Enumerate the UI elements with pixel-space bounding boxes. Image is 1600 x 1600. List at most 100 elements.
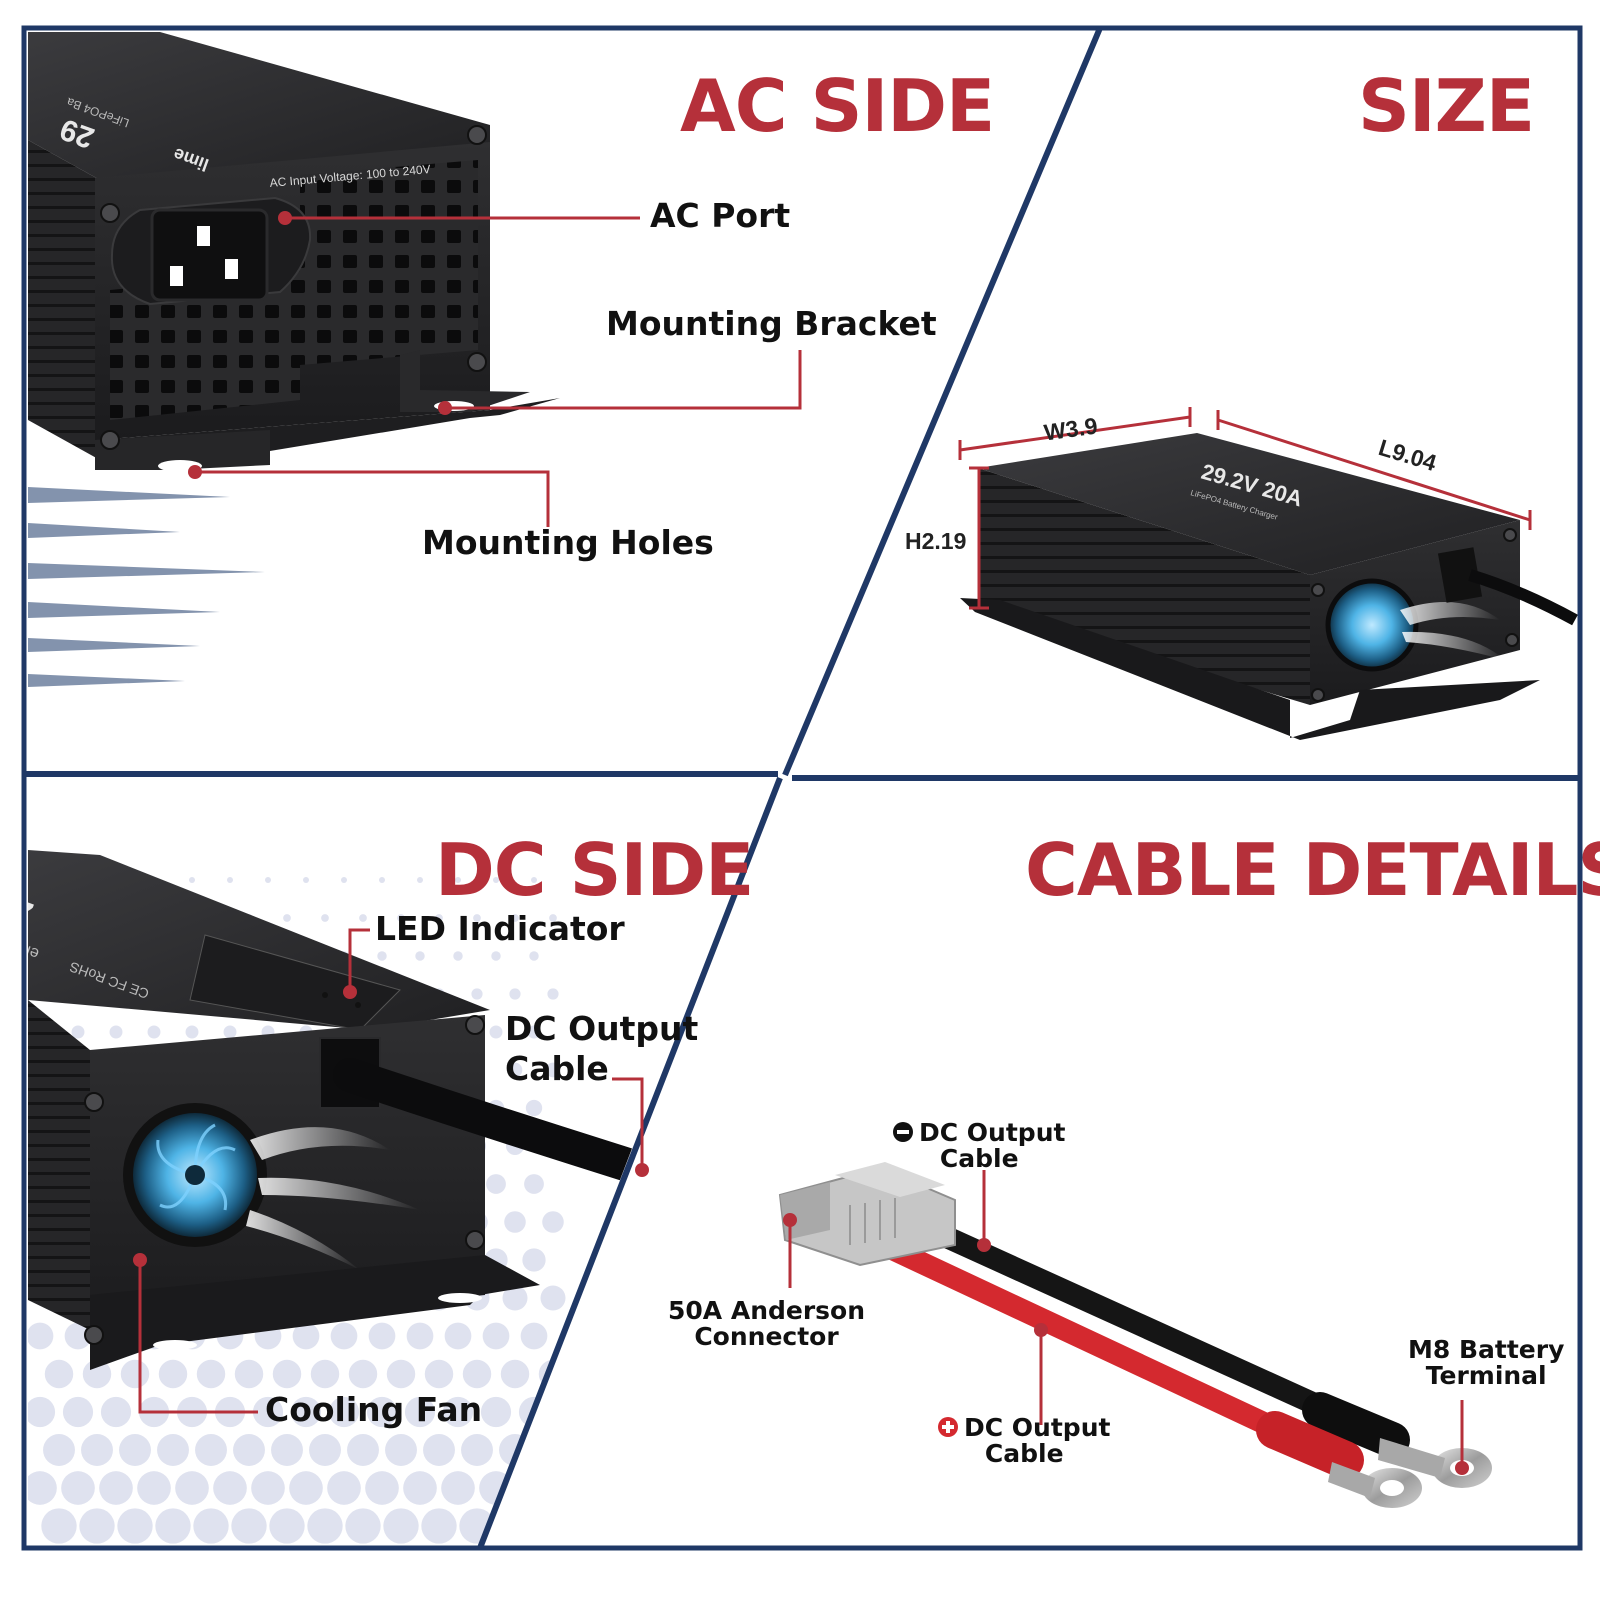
halftone-dot (265, 877, 271, 883)
dc-output-cable-label: DC Output Cable (505, 1009, 698, 1088)
halftone-dot (509, 988, 521, 1000)
halftone-dot (347, 1434, 379, 1466)
battery-terminal-label-line2: Terminal (1425, 1361, 1547, 1391)
size-title: SIZE (1358, 64, 1535, 148)
halftone-dot (109, 1025, 123, 1039)
halftone-dot (461, 1434, 493, 1466)
halftone-dot (307, 1508, 343, 1544)
halftone-dot (155, 1508, 191, 1544)
positive-cable-label-line1: DC Output (964, 1413, 1111, 1442)
halftone-dot (542, 1211, 564, 1233)
halftone-dot (527, 1025, 541, 1039)
halftone-dot (415, 951, 425, 961)
halftone-dot (289, 1471, 323, 1505)
halftone-dot (529, 951, 539, 961)
negative-cable-label: DC Output Cable (893, 1119, 1065, 1174)
halftone-dot (28, 1471, 57, 1505)
speed-streaks (28, 487, 265, 687)
halftone-dot (417, 877, 423, 883)
plus-sign-icon (938, 1417, 958, 1437)
halftone-dot (489, 1025, 503, 1039)
anderson-connector-label-line2: Connector (694, 1322, 839, 1352)
ac-port-label: AC Port (650, 196, 791, 235)
halftone-dot (321, 914, 329, 922)
dc-side-title: DC SIDE (435, 828, 754, 912)
halftone-dot (28, 1396, 56, 1428)
halftone-dot (252, 1396, 284, 1428)
halftone-dot (502, 1285, 528, 1311)
halftone-dot (119, 1434, 151, 1466)
halftone-dot (117, 1508, 153, 1544)
halftone-dot (71, 1025, 85, 1039)
halftone-dot (368, 1322, 396, 1350)
halftone-dot (486, 1174, 506, 1194)
halftone-dot (234, 1359, 264, 1389)
halftone-dot (309, 1434, 341, 1466)
halftone-dot (213, 1471, 247, 1505)
halftone-dot (99, 1471, 133, 1505)
halftone-dot (435, 914, 443, 922)
halftone-dot (79, 1508, 115, 1544)
panel-frame (21, 25, 1583, 1551)
halftone-dot (82, 1359, 112, 1389)
anderson-connector-label-line1: 50A Anderson (668, 1296, 866, 1325)
halftone-dot (43, 1434, 75, 1466)
positive-cable-label: DC Output Cable (938, 1413, 1111, 1468)
halftone-dot (545, 1062, 561, 1078)
halftone-dot (547, 988, 559, 1000)
halftone-dot (303, 877, 309, 883)
halftone-dot (504, 1211, 526, 1233)
halftone-dot (520, 1322, 548, 1350)
halftone-dot (61, 1471, 95, 1505)
halftone-dot (196, 1359, 226, 1389)
halftone-dot (272, 1359, 302, 1389)
cable-details-title: CABLE DETAILS (1025, 828, 1600, 912)
halftone-dot (310, 1359, 340, 1389)
halftone-dot (525, 1099, 543, 1117)
halftone-dot (327, 1471, 361, 1505)
halftone-dot (328, 1396, 360, 1428)
halftone-dot (493, 877, 499, 883)
battery-terminal-label: M8 Battery Terminal (1408, 1336, 1564, 1391)
halftone-dot (251, 1471, 285, 1505)
dc-output-cable-label-line1: DC Output (505, 1009, 699, 1048)
halftone-dot (290, 1396, 322, 1428)
halftone-dot (157, 1434, 189, 1466)
halftone-dot (473, 914, 481, 922)
halftone-dot (377, 951, 387, 961)
halftone-dot (359, 914, 367, 922)
halftone-dot (28, 1322, 54, 1350)
halftone-dot (147, 1025, 161, 1039)
halftone-dot (522, 1248, 546, 1272)
halftone-dot (195, 1434, 227, 1466)
cooling-fan-label: Cooling Fan (265, 1390, 483, 1429)
halftone-dot (423, 1434, 455, 1466)
halftone-dot (386, 1359, 416, 1389)
halftone-dot (81, 1434, 113, 1466)
halftone-dot (283, 914, 291, 922)
halftone-dot (500, 1359, 530, 1389)
halftone-dot (137, 1471, 171, 1505)
halftone-dot (383, 1508, 419, 1544)
halftone-dot (189, 877, 195, 883)
halftone-dot (442, 1396, 474, 1428)
negative-cable-label-line2: Cable (939, 1144, 1019, 1174)
halftone-dot (444, 1322, 472, 1350)
halftone-dot (44, 1359, 74, 1389)
halftone-dot (455, 877, 461, 883)
halftone-dot (233, 1434, 265, 1466)
halftone-dot (330, 1322, 358, 1350)
mounting-bracket-label: Mounting Bracket (606, 304, 937, 343)
minus-sign-icon (893, 1122, 913, 1142)
halftone-dot (379, 877, 385, 883)
halftone-dot (292, 1322, 320, 1350)
halftone-dot (227, 877, 233, 883)
halftone-dot (269, 1508, 305, 1544)
halftone-dot (524, 1174, 544, 1194)
halftone-dot (404, 1396, 436, 1428)
led-indicator-label: LED Indicator (375, 909, 625, 948)
halftone-dot (231, 1508, 267, 1544)
halftone-dot (185, 1025, 199, 1039)
